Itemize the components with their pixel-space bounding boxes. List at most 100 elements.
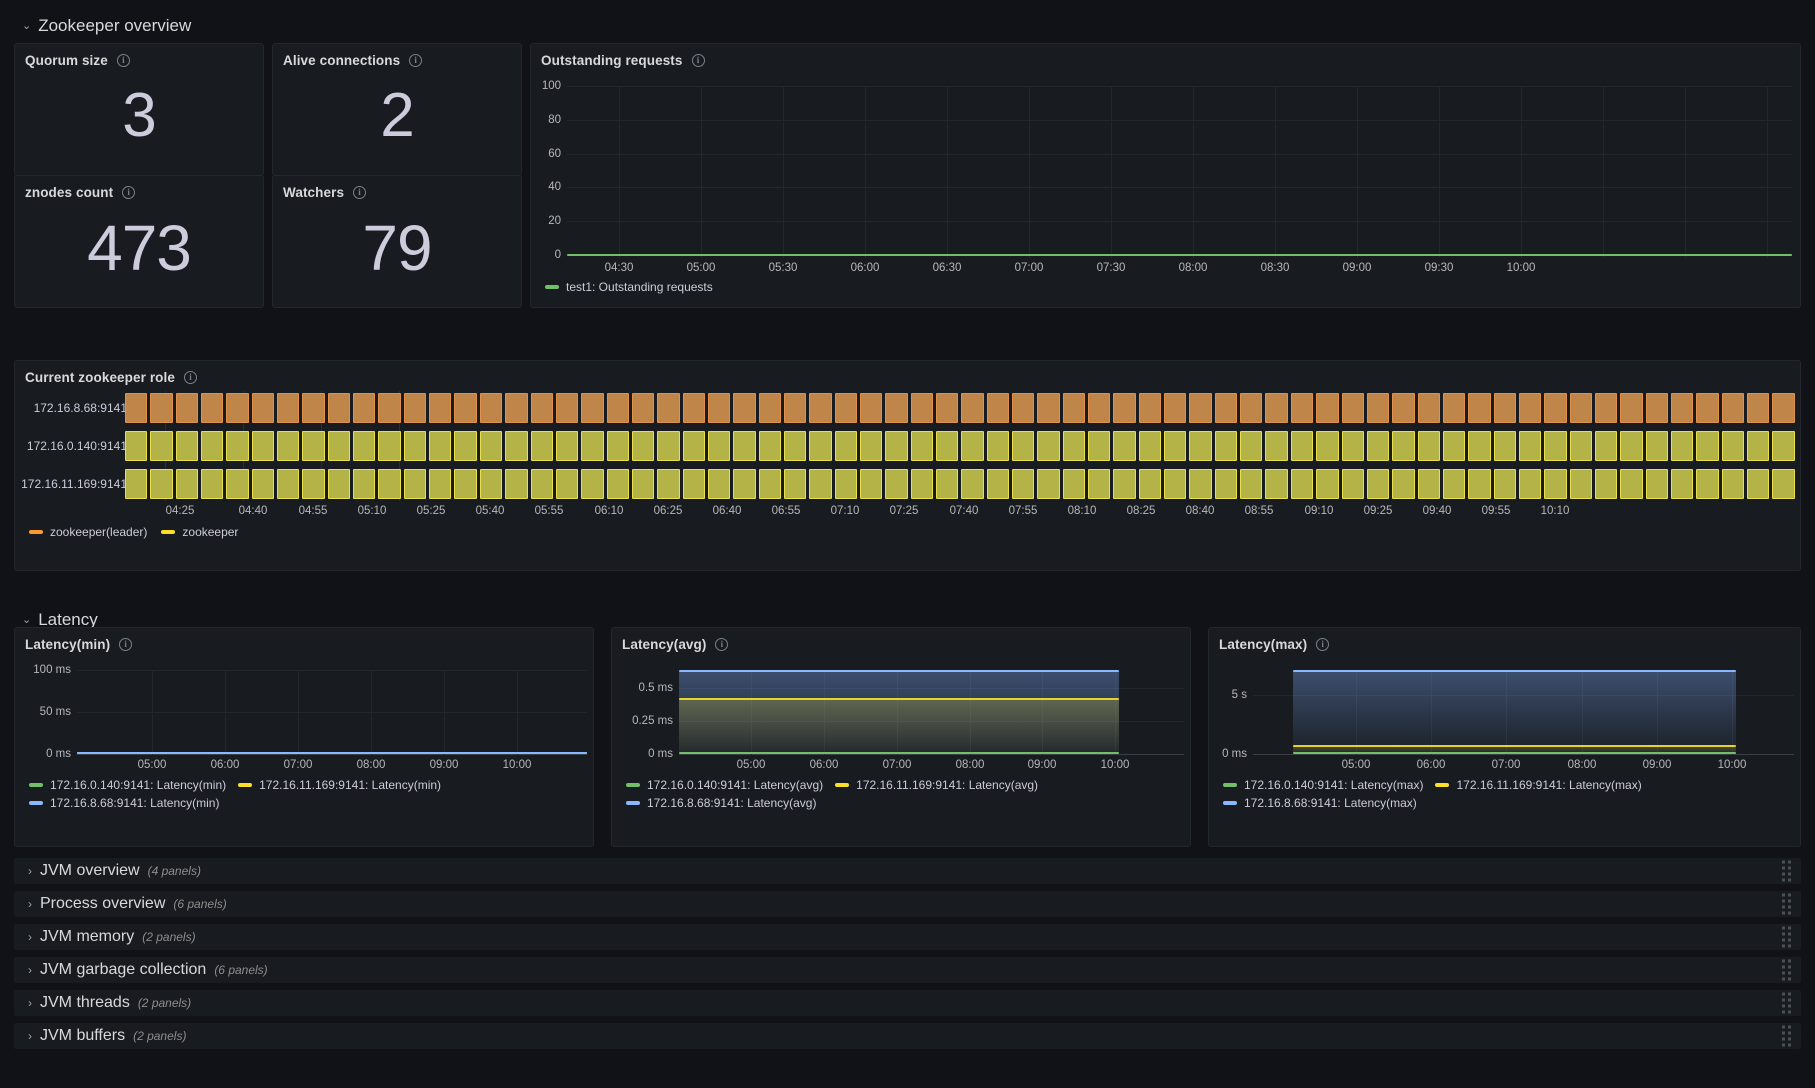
timeline-cell[interactable] <box>961 393 984 423</box>
timeline-plot-area[interactable] <box>125 391 1795 501</box>
timeline-cell[interactable] <box>733 393 756 423</box>
chart-plot-area[interactable] <box>1253 670 1794 755</box>
timeline-cell[interactable] <box>1265 393 1288 423</box>
timeline-cell[interactable] <box>530 393 553 423</box>
timeline-cell[interactable] <box>505 393 528 423</box>
timeline-cell[interactable] <box>1189 431 1212 461</box>
timeline-cell[interactable] <box>910 431 933 461</box>
timeline-cell[interactable] <box>175 393 199 423</box>
panel-quorum-size[interactable]: Quorum size i 3 <box>14 43 264 176</box>
legend-item[interactable]: 172.16.0.140:9141: Latency(max) <box>1223 778 1423 792</box>
timeline-cell[interactable] <box>1037 431 1060 461</box>
timeline-cell[interactable] <box>175 431 199 461</box>
timeline-cell[interactable] <box>1569 393 1592 423</box>
timeline-cell[interactable] <box>606 469 629 499</box>
timeline-cell[interactable] <box>783 393 807 423</box>
timeline-cell[interactable] <box>353 393 376 423</box>
timeline-cell[interactable] <box>403 469 427 499</box>
timeline-cell[interactable] <box>1747 469 1770 499</box>
timeline-cell[interactable] <box>1493 393 1516 423</box>
drag-handle-icon[interactable] <box>1782 1025 1791 1047</box>
timeline-cell[interactable] <box>986 393 1010 423</box>
timeline-cell[interactable] <box>1620 431 1643 461</box>
timeline-cell[interactable] <box>1594 469 1618 499</box>
timeline-cell[interactable] <box>1493 431 1516 461</box>
timeline-cell[interactable] <box>936 469 959 499</box>
timeline-cell[interactable] <box>327 431 351 461</box>
timeline-cell[interactable] <box>859 431 883 461</box>
timeline-cell[interactable] <box>302 431 325 461</box>
timeline-lane-172-16-0-140[interactable] <box>125 431 1795 461</box>
timeline-cell[interactable] <box>1696 393 1719 423</box>
timeline-cell[interactable] <box>1493 469 1516 499</box>
timeline-cell[interactable] <box>1392 393 1415 423</box>
timeline-cell[interactable] <box>606 393 629 423</box>
timeline-cell[interactable] <box>859 393 883 423</box>
info-icon[interactable]: i <box>353 186 367 199</box>
timeline-cell[interactable] <box>1316 393 1339 423</box>
timeline-cell[interactable] <box>1062 469 1086 499</box>
timeline-cell[interactable] <box>783 431 807 461</box>
timeline-cell[interactable] <box>1772 469 1795 499</box>
timeline-cell[interactable] <box>657 431 680 461</box>
panel-latency-max[interactable]: Latency(max) i 5 s 0 ms 05:00 06:00 07:0… <box>1208 627 1801 847</box>
timeline-cell[interactable] <box>1164 393 1187 423</box>
timeline-cell[interactable] <box>1062 393 1086 423</box>
timeline-cell[interactable] <box>277 393 300 423</box>
timeline-cell[interactable] <box>353 431 376 461</box>
legend-item[interactable]: 172.16.8.68:9141: Latency(avg) <box>626 796 1190 810</box>
timeline-cell[interactable] <box>1442 393 1466 423</box>
panel-current-zookeeper-role[interactable]: Current zookeeper role i 172.16.8.68:914… <box>14 360 1801 571</box>
timeline-cell[interactable] <box>1341 393 1364 423</box>
collapsed-row-process-overview[interactable]: ›Process overview(6 panels) <box>14 891 1801 917</box>
timeline-cell[interactable] <box>1696 469 1719 499</box>
panel-watchers[interactable]: Watchers i 79 <box>272 175 522 308</box>
timeline-cell[interactable] <box>758 431 781 461</box>
timeline-cell[interactable] <box>555 393 579 423</box>
timeline-cell[interactable] <box>1518 393 1542 423</box>
timeline-cell[interactable] <box>1670 393 1694 423</box>
timeline-cell[interactable] <box>1290 393 1314 423</box>
legend-item[interactable]: 172.16.11.169:9141: Latency(max) <box>1435 778 1642 792</box>
timeline-cell[interactable] <box>1012 469 1035 499</box>
timeline-cell[interactable] <box>353 469 376 499</box>
timeline-lane-172-16-8-68[interactable] <box>125 393 1795 423</box>
info-icon[interactable]: i <box>116 54 130 67</box>
timeline-cell[interactable] <box>1316 469 1339 499</box>
panel-latency-avg[interactable]: Latency(avg) i 0.5 ms 0.25 ms 0 ms <box>611 627 1191 847</box>
timeline-cell[interactable] <box>1468 469 1491 499</box>
timeline-cell[interactable] <box>1012 431 1035 461</box>
timeline-cell[interactable] <box>1747 393 1770 423</box>
timeline-cell[interactable] <box>150 393 173 423</box>
timeline-cell[interactable] <box>1062 431 1086 461</box>
collapsed-row-jvm-buffers[interactable]: ›JVM buffers(2 panels) <box>14 1023 1801 1049</box>
timeline-cell[interactable] <box>707 431 731 461</box>
timeline-cell[interactable] <box>302 469 325 499</box>
timeline-cell[interactable] <box>530 469 553 499</box>
timeline-cell[interactable] <box>1189 393 1212 423</box>
timeline-cell[interactable] <box>201 393 224 423</box>
timeline-cell[interactable] <box>1113 431 1136 461</box>
timeline-cell[interactable] <box>1417 469 1440 499</box>
timeline-cell[interactable] <box>1366 431 1390 461</box>
timeline-cell[interactable] <box>1594 393 1618 423</box>
legend-item[interactable]: 172.16.0.140:9141: Latency(min) <box>29 778 226 792</box>
timeline-cell[interactable] <box>1341 431 1364 461</box>
legend-item[interactable]: 172.16.8.68:9141: Latency(max) <box>1223 796 1800 810</box>
timeline-cell[interactable] <box>1620 393 1643 423</box>
timeline-cell[interactable] <box>1468 431 1491 461</box>
timeline-cell[interactable] <box>1721 393 1744 423</box>
timeline-cell[interactable] <box>150 431 173 461</box>
info-icon[interactable]: i <box>184 371 197 384</box>
timeline-cell[interactable] <box>378 431 401 461</box>
timeline-cell[interactable] <box>1721 431 1744 461</box>
timeline-cell[interactable] <box>1670 431 1694 461</box>
timeline-cell[interactable] <box>429 393 452 423</box>
timeline-cell[interactable] <box>454 393 477 423</box>
legend-item[interactable]: 172.16.11.169:9141: Latency(min) <box>238 778 441 792</box>
timeline-cell[interactable] <box>733 431 756 461</box>
timeline-cell[interactable] <box>454 469 477 499</box>
timeline-cell[interactable] <box>758 469 781 499</box>
timeline-cell[interactable] <box>277 431 300 461</box>
timeline-cell[interactable] <box>1366 469 1390 499</box>
